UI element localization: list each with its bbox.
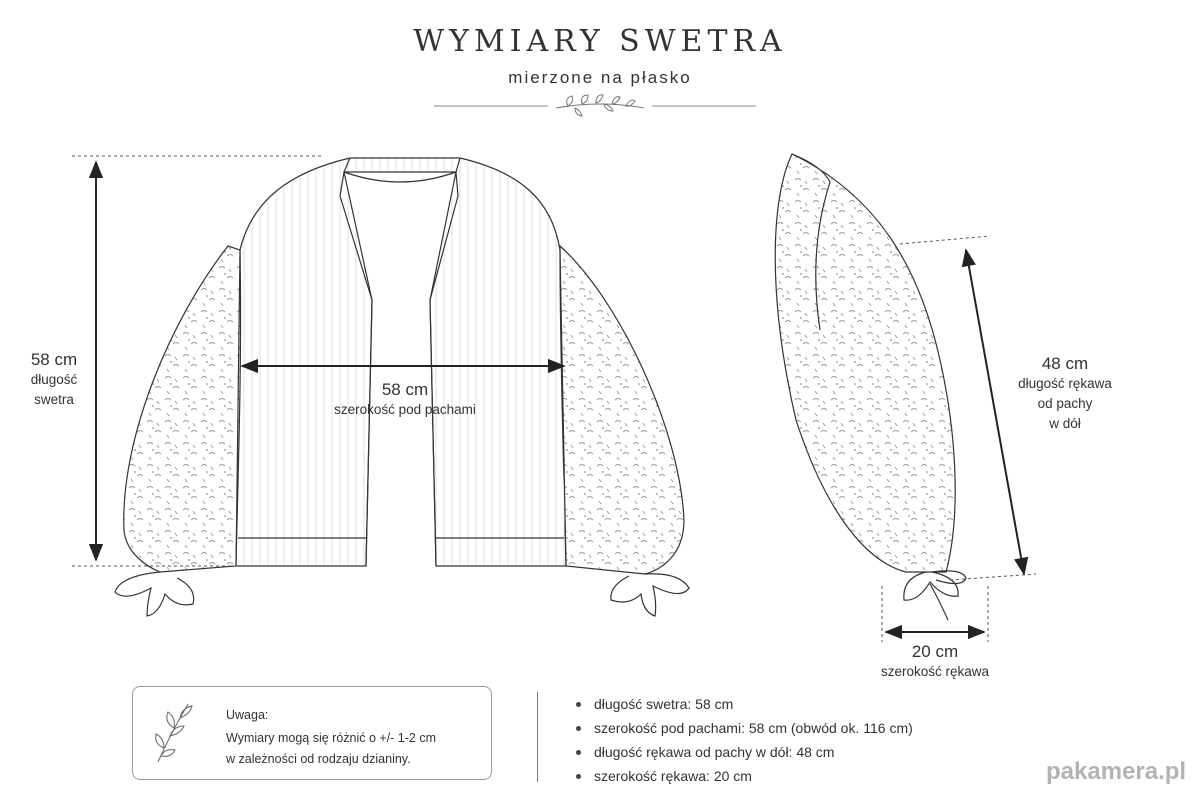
sleeve-length-caption-3: w dół: [1049, 416, 1081, 431]
leaf-branch-icon: [155, 703, 193, 763]
length-value: 58 cm: [30, 350, 78, 369]
sleeve-drawing: [774, 153, 967, 621]
sleeve-length-value: 48 cm: [1041, 354, 1089, 373]
note-line-1: Wymiary mogą się różnić o +/- 1-2 cm: [226, 731, 437, 745]
width-value: 58 cm: [381, 380, 429, 399]
summary-list: długość swetra: 58 cm szerokość pod pach…: [570, 692, 913, 788]
sleeve-length-arrow: [899, 235, 1037, 581]
bullet-icon: [576, 702, 581, 707]
list-item: długość rękawa od pachy w dół: 48 cm: [570, 740, 913, 764]
sleeve-width-label: 20 cm szerokość rękawa: [860, 642, 1010, 682]
bullet-icon: [576, 750, 581, 755]
page-subtitle: mierzone na płasko: [508, 68, 692, 87]
note-text: Wymiary mogą się różnić o +/- 1-2 cm w z…: [226, 728, 486, 770]
watermark: pakamera.pl: [1046, 758, 1187, 785]
width-label: 58 cm szerokość pod pachami: [300, 380, 510, 420]
list-item: szerokość rękawa: 20 cm: [570, 764, 913, 788]
length-caption-1: długość: [30, 372, 78, 387]
cardigan-front-drawing: [114, 157, 690, 617]
list-item: szerokość pod pachami: 58 cm (obwód ok. …: [570, 716, 913, 740]
divider: [537, 692, 538, 782]
sleeve-length-label: 48 cm długość rękawa od pachy w dół: [990, 354, 1140, 434]
sleeve-width-caption: szerokość rękawa: [880, 664, 990, 679]
note-line-2: w zależności od rodzaju dzianiny.: [226, 752, 411, 766]
leaf-ornament-icon: [555, 94, 645, 117]
bullet-icon: [576, 774, 581, 779]
page-title: WYMIARY SWETRA: [413, 24, 787, 59]
length-arrow: [72, 155, 322, 567]
bullet-icon: [576, 726, 581, 731]
note-heading: Uwaga:: [226, 708, 269, 722]
sleeve-width-arrow: [881, 586, 989, 642]
note-box: [132, 686, 492, 780]
list-item: długość swetra: 58 cm: [570, 692, 913, 716]
sleeve-length-caption-2: od pachy: [1037, 396, 1093, 411]
sleeve-length-caption-1: długość rękawa: [1018, 376, 1112, 391]
sleeve-width-value: 20 cm: [911, 642, 959, 661]
length-caption-2: swetra: [34, 392, 74, 407]
length-label: 58 cm długość swetra: [14, 350, 94, 410]
width-caption: szerokość pod pachami: [334, 402, 476, 417]
